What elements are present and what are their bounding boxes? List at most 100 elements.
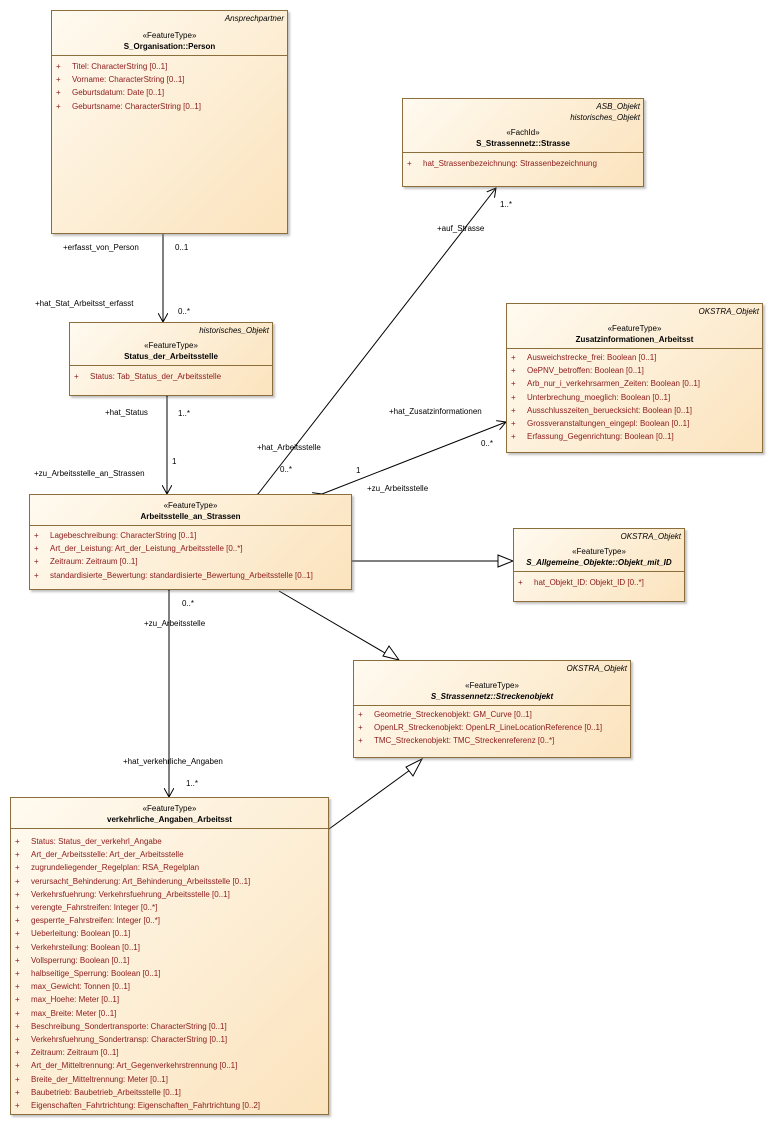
visibility-marker: + (34, 531, 39, 540)
class-status-stereotype: «FeatureType» (144, 341, 198, 350)
class-strasse-header: ASB_Objekt historisches_Objekt «FachId» … (403, 99, 643, 152)
attribute-row: +Art_der_Leistung: Art_der_Leistung_Arbe… (34, 542, 347, 555)
attribute-row: +halbseitige_Sperrung: Boolean [0..1] (15, 967, 324, 980)
attribute-row: +Grossveranstaltungen_eingepl: Boolean [… (511, 417, 758, 430)
attribute-row: + Lagebeschreibung: CharacterString [0..1… (34, 529, 347, 542)
visibility-marker: + (518, 578, 523, 587)
attribute-text: Titel: CharacterString [0..1] (72, 62, 168, 71)
class-verkehr-attributes: +Status: Status_der_verkehrl_Angabe +Art… (11, 828, 328, 1115)
attribute-row: +Baubetrieb: Baubetrieb_Arbeitsstelle [0… (15, 1086, 324, 1099)
visibility-marker: + (358, 736, 363, 746)
class-person[interactable]: Ansprechpartner «FeatureType» S_Organisa… (51, 10, 288, 234)
class-verkehrliche-angaben[interactable]: «FeatureType» verkehrliche_Angaben_Arbei… (10, 797, 329, 1115)
class-verkehr-stereotype: «FeatureType» (142, 804, 197, 813)
assoc-arbeitsstelle-strasse (258, 188, 496, 494)
attribute-row: + Eigenschaften_Fahrtrichtung: Eigenschaf… (15, 1099, 324, 1112)
visibility-marker: + (511, 405, 516, 415)
attribute-text: hat_Strassenbezeichnung: Strassenbezeich… (423, 159, 597, 168)
attribute-text: Geometrie_Streckenobjekt: GM_Curve [0..1… (374, 710, 532, 719)
label-status-role-top: +hat_Stat_Arbeitsst_erfasst (35, 299, 134, 308)
attribute-text: Unterbrechung_moeglich: Boolean [0..1] (527, 392, 671, 402)
attribute-text: Verkehrsteilung: Boolean [0..1] (31, 942, 140, 952)
attribute-text: OpenLR_Streckenobjekt: OpenLR_LineLocati… (374, 723, 603, 733)
attribute-text: Ausweichstrecke_frei: Boolean [0..1] (527, 353, 657, 362)
label-status-role: +hat_Status (105, 408, 148, 417)
visibility-marker: + (15, 1101, 20, 1111)
visibility-marker: + (358, 723, 363, 733)
attribute-text: Ueberleitung: Boolean [0..1] (31, 929, 131, 939)
attribute-text: Lagebeschreibung: CharacterString [0..1] (50, 531, 197, 540)
generalization-arbeitsstelle-strecken-arrowhead (382, 645, 401, 661)
visibility-marker: + (56, 101, 61, 111)
attribute-row: + TMC_Streckenobjekt: TMC_Streckenreferen… (358, 734, 626, 747)
generalization-verkehr-strecken-line (328, 769, 411, 830)
label-person-role: +erfasst_von_Person (63, 243, 139, 252)
label-person-mult: 0..1 (175, 243, 189, 252)
attribute-row: +Verkehrsteilung: Boolean [0..1] (15, 941, 324, 954)
attribute-text: Geburtsdatum: Date [0..1] (72, 88, 165, 98)
attribute-text: Zeitraum: Zeitraum [0..1] (31, 1048, 119, 1058)
attribute-row: +gesperrte_Fahrstreifen: Integer [0..*] (15, 914, 324, 927)
attribute-text: verengte_Fahrstreifen: Integer [0..*] (31, 903, 158, 913)
label-hat-arb-mult: 0..* (280, 465, 292, 474)
attribute-row: +Breite_der_Mitteltrennung: Meter [0..1] (15, 1073, 324, 1086)
visibility-marker: + (511, 353, 516, 362)
attribute-text: Breite_der_Mitteltrennung: Meter [0..1] (31, 1074, 168, 1084)
generalization-arbeitsstelle-strecken-line (278, 590, 386, 654)
label-verk-mult: 1..* (186, 779, 198, 788)
attribute-row: +max_Hoehe: Meter [0..1] (15, 993, 324, 1006)
visibility-marker: + (15, 850, 20, 860)
attribute-text: TMC_Streckenobjekt: TMC_Streckenreferenz… (374, 736, 555, 746)
attribute-row: +Vollsperrung: Boolean [0..1] (15, 954, 324, 967)
class-objekt-tag: OKSTRA_Objekt (620, 532, 681, 541)
class-strasse-stereotype: «FachId» (506, 128, 540, 137)
class-status-header: historisches_Objekt «FeatureType» Status… (70, 323, 272, 365)
class-objekt-header: OKSTRA_Objekt «FeatureType» S_Allgemeine… (514, 529, 684, 571)
class-status-attributes: +Status: Tab_Status_der_Arbeitsstelle (70, 365, 272, 386)
attribute-text: max_Breite: Meter [0..1] (31, 1008, 117, 1018)
label-zu-arb-role: +zu_Arbeitsstelle_an_Strassen (34, 469, 145, 478)
visibility-marker: + (511, 392, 516, 402)
visibility-marker: + (15, 929, 20, 939)
class-verkehr-name: verkehrliche_Angaben_Arbeitsst (107, 815, 232, 824)
attribute-text: Vorname: CharacterString [0..1] (72, 75, 185, 85)
class-arbeitsstelle-attributes: + Lagebeschreibung: CharacterString [0..1… (30, 525, 351, 585)
class-arbeitsstelle-an-strassen[interactable]: «FeatureType» Arbeitsstelle_an_Strassen … (29, 494, 352, 590)
class-strecken-attributes: + Geometrie_Streckenobjekt: GM_Curve [0..… (354, 705, 630, 751)
attribute-text: Beschreibung_Sondertransporte: Character… (31, 1021, 227, 1031)
class-person-name: S_Organisation::Person (123, 42, 216, 51)
class-status[interactable]: historisches_Objekt «FeatureType» Status… (69, 322, 273, 396)
class-strecken-stereotype: «FeatureType» (465, 681, 519, 690)
label-strasse-role: +auf_Strasse (437, 224, 485, 233)
attribute-text: Zeitraum: Zeitraum [0..1] (50, 557, 138, 567)
class-zusatz-header: OKSTRA_Objekt «FeatureType» Zusatzinform… (507, 304, 762, 348)
label-zusatz-role: +hat_Zusatzinformationen (389, 407, 482, 416)
class-person-stereotype: «FeatureType» (142, 31, 197, 40)
visibility-marker: + (56, 62, 61, 71)
attribute-text: max_Gewicht: Tonnen [0..1] (31, 982, 131, 992)
attribute-text: Erfassung_Gegenrichtung: Boolean [0..1] (527, 432, 674, 442)
visibility-marker: + (15, 1061, 20, 1071)
visibility-marker: + (358, 710, 363, 719)
label-zu-arb-mult: 1 (172, 457, 177, 466)
class-strasse-tag: historisches_Objekt (570, 113, 640, 122)
assoc-arbeitsstelle-zusatz (322, 422, 506, 494)
visibility-marker: + (511, 379, 516, 389)
class-strasse[interactable]: ASB_Objekt historisches_Objekt «FachId» … (402, 98, 644, 187)
class-streckenobjekt[interactable]: OKSTRA_Objekt «FeatureType» S_Strassenne… (353, 660, 631, 758)
class-objekt-mit-id[interactable]: OKSTRA_Objekt «FeatureType» S_Allgemeine… (513, 528, 685, 602)
class-person-attributes: + Titel: CharacterString [0..1] + Vorname:… (52, 55, 287, 116)
class-objekt-attributes: +hat_Objekt_ID: Objekt_ID [0..*] (514, 571, 684, 592)
attribute-row: + Geometrie_Streckenobjekt: GM_Curve [0..… (358, 708, 626, 721)
attribute-text: Verkehrsfuehrung: Verkehrsfuehrung_Arbei… (31, 889, 230, 899)
label-zusatz-back-mult: 1 (356, 466, 361, 475)
class-zusatzinformationen[interactable]: OKSTRA_Objekt «FeatureType» Zusatzinform… (506, 303, 763, 453)
attribute-text: Grossveranstaltungen_eingepl: Boolean [0… (527, 419, 690, 429)
attribute-row: +Status: Status_der_verkehrl_Angabe (15, 835, 324, 848)
label-strasse-mult: 1..* (500, 200, 512, 209)
attribute-text: Eigenschaften_Fahrtrichtung: Eigenschaft… (31, 1101, 261, 1111)
visibility-marker: + (15, 1048, 20, 1058)
label-hat-arb-role: +hat_Arbeitsstelle (257, 443, 321, 452)
attribute-row: +Zeitraum: Zeitraum [0..1] (34, 555, 347, 568)
